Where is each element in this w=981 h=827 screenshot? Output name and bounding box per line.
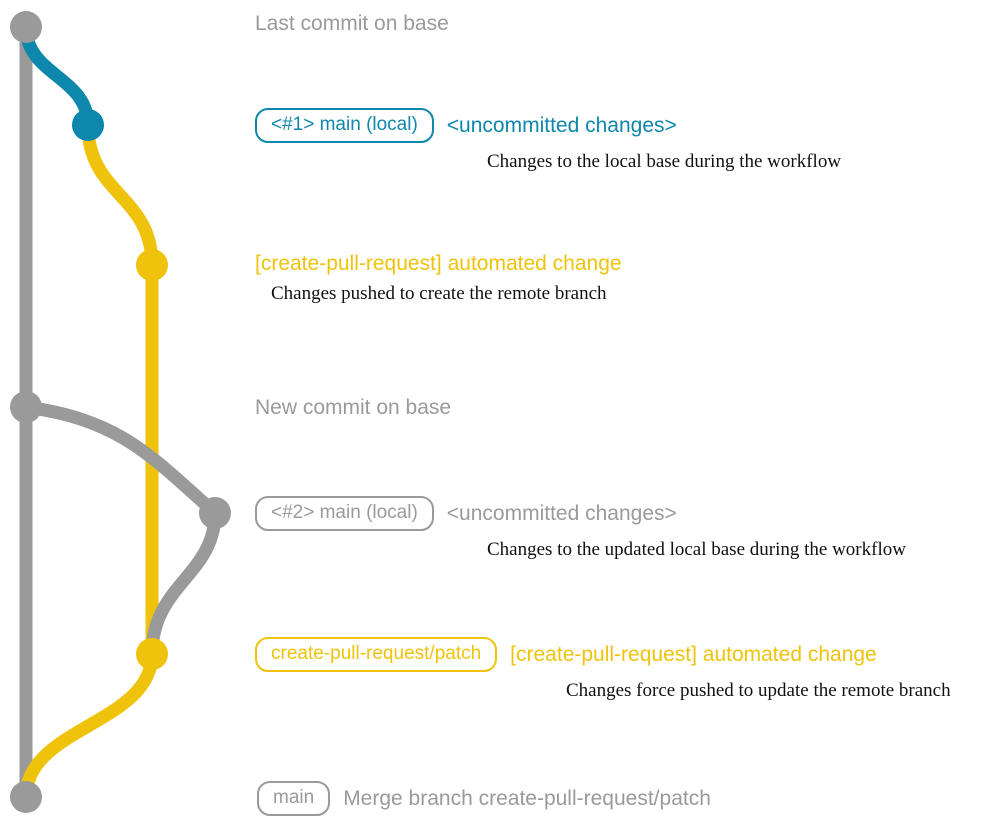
edge-local2-to-remote2 xyxy=(145,506,222,661)
commit-node-local-1[interactable] xyxy=(72,109,104,141)
commit-row-local-2: <#2> main (local) <uncommitted changes> … xyxy=(255,496,906,561)
commit-node-remote-1[interactable] xyxy=(136,249,168,281)
commit-node-base-new[interactable] xyxy=(10,391,42,423)
commit-subject: [create-pull-request] automated change xyxy=(510,642,877,666)
commit-row-main: create-pull-request/patch [create-pull-r… xyxy=(255,637,877,672)
commit-subject: Merge branch create-pull-request/patch xyxy=(343,786,711,810)
ref-badge-main-local-1[interactable]: <#1> main (local) xyxy=(255,108,434,143)
commit-row-main: main Merge branch create-pull-request/pa… xyxy=(257,781,711,816)
commit-caption: Changes to the local base during the wor… xyxy=(487,150,842,172)
commit-node-local-2[interactable] xyxy=(199,497,231,529)
edge-basenew-to-local2 xyxy=(19,400,222,520)
ref-badge-main-local-2[interactable]: <#2> main (local) xyxy=(255,496,434,531)
commit-row-base-new: New commit on base xyxy=(255,396,451,419)
commit-node-remote-2[interactable] xyxy=(136,638,168,670)
ref-badge-main[interactable]: main xyxy=(257,781,331,816)
commit-row-main: New commit on base xyxy=(255,396,451,419)
commit-subject: <uncommitted changes> xyxy=(446,501,677,525)
commit-row-base-merge: main Merge branch create-pull-request/pa… xyxy=(257,781,711,816)
commit-subject: [create-pull-request] automated change xyxy=(255,252,622,275)
commit-row-base-last: Last commit on base xyxy=(255,12,449,35)
commit-caption: Changes pushed to create the remote bran… xyxy=(271,283,607,305)
commit-row-main: <#2> main (local) <uncommitted changes> xyxy=(255,496,677,531)
commit-caption: Changes force pushed to update the remot… xyxy=(566,679,951,701)
commit-row-main: [create-pull-request] automated change xyxy=(255,252,622,275)
commit-row-remote-1: [create-pull-request] automated change C… xyxy=(255,252,622,305)
commit-row-main: Last commit on base xyxy=(255,12,449,35)
edge-remote2-to-merge xyxy=(19,647,159,804)
commit-node-base-merge[interactable] xyxy=(10,781,42,813)
commit-subject: <uncommitted changes> xyxy=(446,113,677,137)
commit-node-base-last[interactable] xyxy=(10,11,42,43)
edge-local1-to-remote1 xyxy=(81,118,159,272)
ref-badge-create-pull-request-patch[interactable]: create-pull-request/patch xyxy=(255,637,498,672)
commit-row-main: <#1> main (local) <uncommitted changes> xyxy=(255,108,677,143)
commit-subject: Last commit on base xyxy=(255,12,449,35)
commit-row-local-1: <#1> main (local) <uncommitted changes> … xyxy=(255,108,841,173)
commit-caption: Changes to the updated local base during… xyxy=(487,538,906,560)
commit-row-remote-2: create-pull-request/patch [create-pull-r… xyxy=(255,637,951,702)
commit-subject: New commit on base xyxy=(255,396,452,419)
